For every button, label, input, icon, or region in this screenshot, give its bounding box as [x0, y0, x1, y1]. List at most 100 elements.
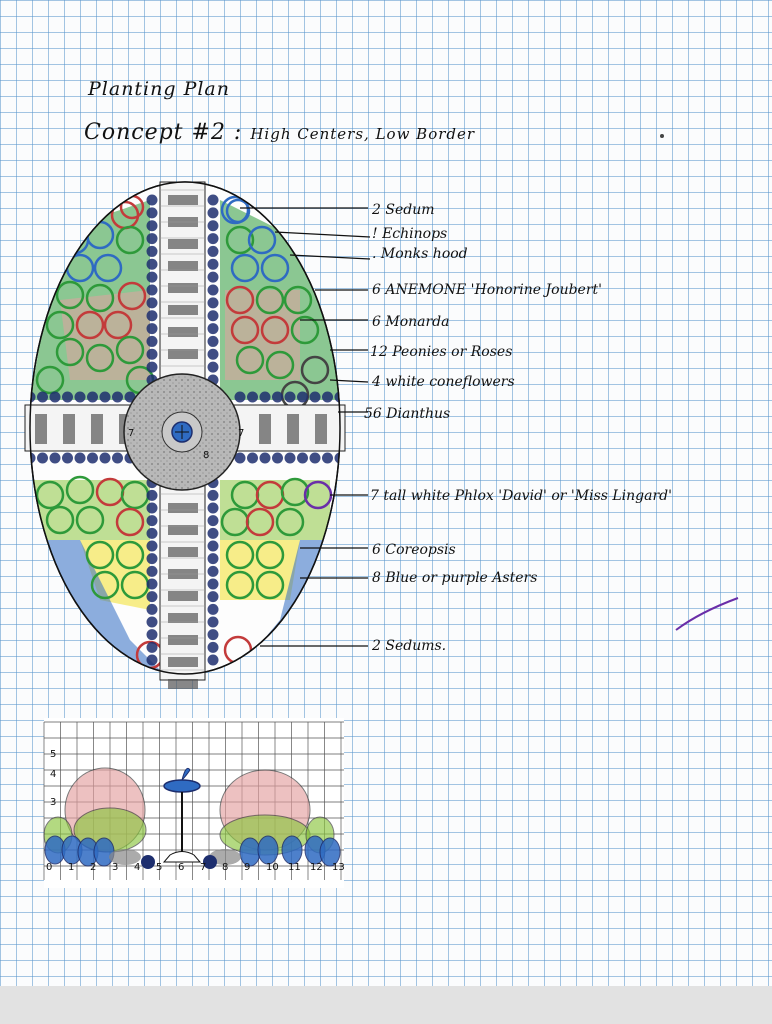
- subtitle-prefix: Concept #2 :: [84, 120, 243, 145]
- dianthus-dot: [207, 603, 219, 615]
- dianthus-dot: [62, 391, 73, 403]
- plant-circle: [45, 310, 75, 340]
- dianthus-dot: [112, 452, 123, 464]
- dianthus-dot: [146, 245, 158, 257]
- dianthus-dot: [146, 591, 158, 603]
- dianthus-dot: [207, 553, 219, 565]
- plant-circle: [85, 540, 115, 570]
- elevation-rock: [109, 849, 141, 865]
- paver: [168, 327, 198, 337]
- dianthus-dot: [272, 452, 283, 464]
- plant-circle: [225, 198, 251, 224]
- plant-circle: [115, 225, 145, 255]
- dianthus-dot: [37, 452, 48, 464]
- plant-circle: [275, 507, 305, 537]
- subtitle-rest: High Centers, Low Border: [250, 125, 476, 143]
- dianthus-dot: [49, 452, 61, 464]
- dianthus-dot: [74, 452, 86, 464]
- dianthus-dot: [207, 335, 219, 347]
- dianthus-dot: [146, 220, 158, 232]
- dianthus-dot: [309, 391, 321, 403]
- dianthus-dot: [259, 391, 271, 403]
- dianthus-dot: [207, 233, 219, 245]
- dianthus-dot: [146, 348, 158, 360]
- dianthus-dot: [62, 452, 73, 464]
- elevation-x-tick: 1: [68, 862, 74, 873]
- paver: [259, 414, 271, 444]
- elevation-aster: [319, 837, 341, 867]
- elevation-x-tick: 7: [200, 862, 206, 873]
- plant-circle: [235, 345, 265, 375]
- paver: [168, 591, 198, 601]
- dianthus-dot: [146, 335, 158, 347]
- elevation-x-tick: 12: [310, 862, 323, 873]
- paver: [168, 547, 198, 557]
- stray-pen-mark: [675, 597, 739, 631]
- elevation-aster: [281, 835, 303, 865]
- paver: [168, 305, 198, 315]
- dianthus-dot: [146, 502, 158, 514]
- dianthus-dot: [146, 641, 158, 653]
- plant-label: 4 white coneflowers: [371, 374, 515, 390]
- plant-label: 12 Peonies or Roses: [370, 344, 512, 360]
- plant-circle: [115, 335, 145, 365]
- plant-circle: [225, 225, 255, 255]
- plant-circle: [247, 225, 277, 255]
- plant-circle: [225, 570, 255, 600]
- dianthus-dot: [207, 629, 219, 641]
- elevation-x-tick: 5: [156, 862, 162, 873]
- dianthus-dot: [207, 515, 219, 527]
- paver: [35, 414, 47, 444]
- elevation-x-tick: 9: [244, 862, 250, 873]
- dianthus-dot: [146, 654, 158, 666]
- plant-circle: [255, 285, 285, 315]
- dianthus-dot: [146, 361, 158, 373]
- plant-label: 7 tall white Phlox 'David' or 'Miss Ling…: [370, 488, 672, 504]
- dianthus-dot: [207, 271, 219, 283]
- dianthus-dot: [146, 323, 158, 335]
- dianthus-dot: [297, 391, 308, 403]
- dianthus-dot: [207, 578, 219, 590]
- dianthus-dot: [207, 207, 219, 219]
- dianthus-dot: [207, 540, 219, 552]
- plant-circle: [245, 507, 275, 537]
- paver: [168, 239, 198, 249]
- garden-bed-plan: 787: [24, 181, 346, 689]
- plant-circle: [85, 343, 115, 373]
- plant-label: 6 Coreopsis: [372, 542, 456, 558]
- plant-label: 2 Sedums.: [371, 638, 446, 654]
- dianthus-dot: [207, 245, 219, 257]
- dianthus-dot: [334, 452, 340, 464]
- dianthus-dot: [124, 391, 136, 403]
- plant-label: 6 ANEMONE 'Honorine Joubert': [372, 282, 602, 298]
- dianthus-dot: [87, 452, 98, 464]
- dianthus-dot: [146, 578, 158, 590]
- dianthus-dot: [146, 629, 158, 641]
- plant-circle: [35, 365, 65, 395]
- dianthus-dot: [146, 194, 158, 206]
- dianthus-dot: [207, 297, 219, 309]
- dianthus-dot: [146, 258, 158, 270]
- paver: [168, 657, 198, 667]
- dianthus-dot: [247, 452, 258, 464]
- plant-circle: [65, 475, 95, 505]
- dianthus-dot: [207, 565, 219, 577]
- dianthus-dot: [234, 452, 246, 464]
- elevation-fountain-base: [162, 851, 202, 863]
- dianthus-dot: [146, 233, 158, 245]
- plant-circle: [55, 337, 85, 367]
- plant-circle: [75, 505, 105, 535]
- elevation-x-tick: 13: [332, 862, 345, 873]
- dianthus-dot: [146, 310, 158, 322]
- plan-dimension-label: 7: [238, 428, 244, 439]
- plant-circle: [255, 540, 285, 570]
- plant-label: 6 Monarda: [372, 314, 450, 330]
- plant-circle: [93, 253, 123, 283]
- plant-circle: [283, 285, 313, 315]
- plant-circle: [265, 350, 295, 380]
- dianthus-dot: [30, 391, 36, 403]
- dianthus-dot: [207, 591, 219, 603]
- paver: [168, 525, 198, 535]
- dianthus-dot: [297, 452, 308, 464]
- plant-label: . Monks hood: [372, 246, 468, 262]
